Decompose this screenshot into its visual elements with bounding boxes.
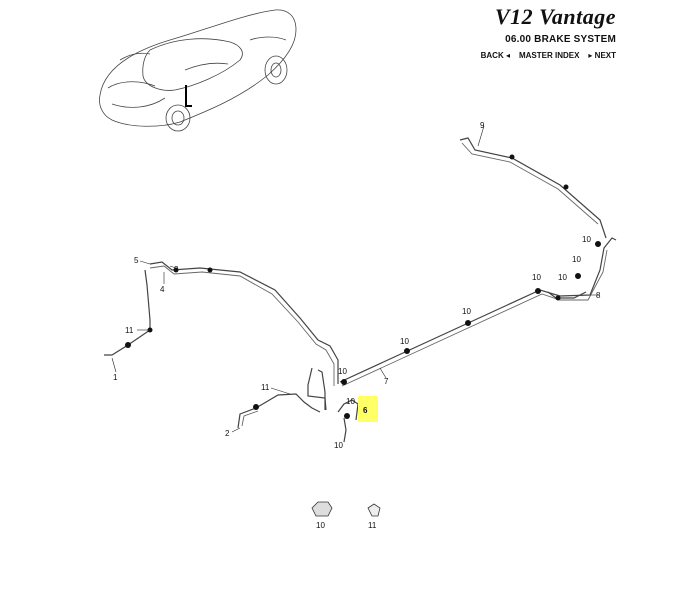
nav-bar: BACK ◂ MASTER INDEX ▸ NEXT [481, 51, 616, 60]
pipe-clips [125, 154, 601, 419]
loose-parts [311, 501, 381, 517]
callout-10-c: 10 [334, 441, 343, 450]
callout-11-left: 11 [125, 326, 134, 335]
callout-10-e: 10 [462, 307, 471, 316]
callout-10-h: 10 [572, 255, 581, 264]
callout-10-f: 10 [532, 273, 541, 282]
callout-10-b: 10 [346, 397, 355, 406]
callout-1: 1 [113, 373, 118, 382]
item-6-highlight [358, 396, 378, 422]
leader-lines [111, 125, 599, 433]
callout-3: 3 [174, 265, 179, 274]
next-link[interactable]: ▸ NEXT [588, 51, 616, 60]
callout-11-mid: 11 [261, 383, 270, 392]
brake-pipes [104, 137, 617, 443]
car-illustration [99, 9, 297, 132]
callout-7: 7 [384, 377, 389, 386]
header: V12 Vantage 06.00 BRAKE SYSTEM BACK ◂ MA… [481, 4, 616, 60]
section-title: 06.00 BRAKE SYSTEM [505, 34, 616, 45]
callout-10-a: 10 [338, 367, 347, 376]
callout-10-g: 10 [558, 273, 567, 282]
callout-8: 8 [596, 291, 601, 300]
back-link[interactable]: BACK ◂ [480, 51, 510, 60]
master-index-link[interactable]: MASTER INDEX [518, 51, 580, 60]
callout-6: 6 [363, 406, 368, 415]
callout-11-bottom: 11 [368, 521, 377, 530]
callout-2: 2 [225, 429, 230, 438]
callout-9: 9 [480, 121, 485, 130]
callout-10-i: 10 [582, 235, 591, 244]
callout-10-d: 10 [400, 337, 409, 346]
callout-10-bottom: 10 [316, 521, 325, 530]
callout-5: 5 [134, 256, 139, 265]
brand-title: V12 Vantage [494, 4, 616, 29]
callout-labels: 5 3 4 11 1 2 11 10 10 10 6 7 10 10 10 10… [113, 121, 601, 530]
callout-4: 4 [160, 285, 165, 294]
